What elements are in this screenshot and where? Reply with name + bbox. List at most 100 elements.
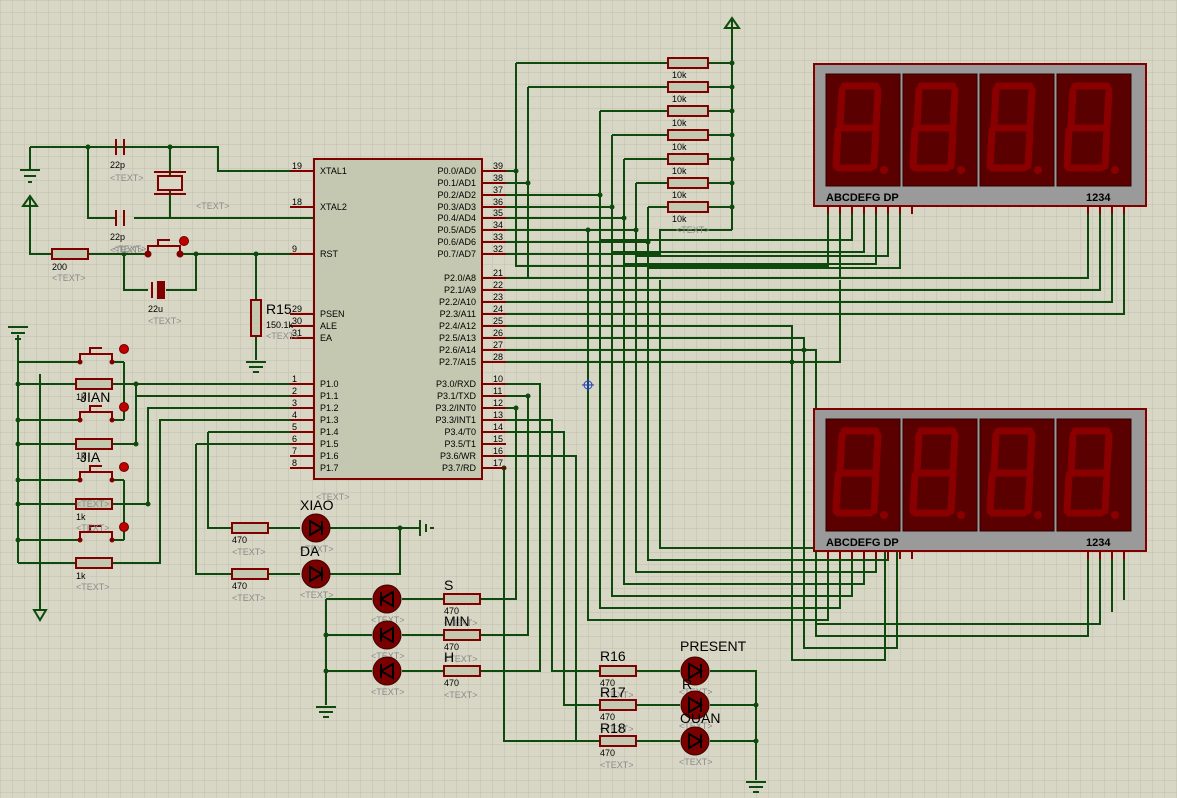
- led-xiao[interactable]: <TEXT>: [300, 513, 334, 554]
- led-s-label: S: [444, 577, 453, 593]
- mcu-pin-33-label: P0.6/AD6: [437, 237, 476, 247]
- pullup-resistor-3[interactable]: [667, 105, 709, 117]
- h-resistor[interactable]: [443, 665, 481, 677]
- mcu-pin-16-label: P3.6/WR: [440, 451, 477, 461]
- r18-ref: R18: [600, 720, 626, 736]
- led-r17[interactable]: <TEXT>: [679, 690, 713, 731]
- mcu-pin-36-label: P0.3/AD3: [437, 202, 476, 212]
- mcu-pin-3-number: 3: [292, 398, 297, 408]
- r15-resistor[interactable]: R15 150.1k <TEXT>: [250, 299, 300, 341]
- da-resistor[interactable]: [231, 568, 269, 580]
- mcu-pin-8-label: P1.7: [320, 463, 339, 473]
- cap2-value: 22p: [110, 232, 125, 242]
- jia-label: JIA: [80, 449, 101, 465]
- push-button-3[interactable]: [77, 462, 129, 483]
- led-s[interactable]: <TEXT>: [371, 584, 405, 625]
- mcu-pin-29-number: 29: [292, 304, 302, 314]
- button-resistor-1[interactable]: [75, 378, 113, 390]
- led-h[interactable]: <TEXT>: [371, 656, 405, 697]
- push-button-1[interactable]: [77, 344, 129, 365]
- mcu-pin-28-number: 28: [493, 352, 503, 362]
- xiao-resistor-value: 470: [232, 535, 247, 545]
- mcu-pin-14-number: 14: [493, 422, 503, 432]
- mcu-pin-5-label: P1.4: [320, 427, 339, 437]
- button-resistor-4-value: 1k: [76, 571, 86, 581]
- display-2-digit-labels: 1234: [1086, 537, 1111, 549]
- crystal-circuit[interactable]: 22p <TEXT> 22p <TEXT> <TEXT>: [110, 139, 230, 255]
- ground-symbols: [8, 16, 766, 793]
- r16-resistor-text-tag: <TEXT>: [600, 690, 634, 700]
- display-1-segment-labels: ABCDEFG DP: [826, 192, 899, 204]
- led-ouan[interactable]: <TEXT>: [679, 726, 713, 767]
- xiao-resistor-text-tag: <TEXT>: [232, 547, 266, 557]
- mcu-pin-23-number: 23: [493, 292, 503, 302]
- button-1-indicator: [119, 344, 129, 354]
- r17-resistor[interactable]: [599, 699, 637, 711]
- reset-circuit[interactable]: 200 <TEXT> <TEXT> 22u <TEXT>: [51, 236, 189, 327]
- mcu-pin-32-number: 32: [493, 244, 503, 254]
- mcu-pin-31-label: EA: [320, 333, 332, 343]
- da-resistor-value: 470: [232, 581, 247, 591]
- mcu-pin-15-number: 15: [493, 434, 503, 444]
- mcu-pin-18-number: 18: [292, 197, 302, 207]
- r16-resistor-value: 470: [600, 678, 615, 688]
- button-3-indicator: [119, 462, 129, 472]
- pullup-resistor-5-value: 10k: [672, 166, 687, 176]
- button-array[interactable]: [75, 344, 129, 569]
- mcu-pin-26-label: P2.5/A13: [439, 333, 476, 343]
- led-min-text-tag: <TEXT>: [371, 651, 405, 661]
- s-resistor-text-tag: <TEXT>: [444, 618, 478, 628]
- led-xiao-text-tag: <TEXT>: [300, 544, 334, 554]
- pullup-resistor-7[interactable]: [667, 201, 709, 213]
- mcu-pin-27-label: P2.6/A14: [439, 345, 476, 355]
- mcu-pin-5-number: 5: [292, 422, 297, 432]
- mcu-pin-6-number: 6: [292, 434, 297, 444]
- mcu-pin-38-number: 38: [493, 173, 503, 183]
- mcu-pin-29-label: PSEN: [320, 309, 345, 319]
- pullup-resistor-1[interactable]: [667, 57, 709, 69]
- jian-label: JIAN: [80, 389, 110, 405]
- mcu-pin-16-number: 16: [493, 446, 503, 456]
- pullup-resistor-3-value: 10k: [672, 118, 687, 128]
- mcu-pin-11-label: P3.1/TXD: [437, 391, 477, 401]
- mcu-pin-39-number: 39: [493, 161, 503, 171]
- button-resistor-2[interactable]: [75, 438, 113, 450]
- led-da[interactable]: <TEXT>: [300, 559, 334, 600]
- push-button-2[interactable]: [77, 402, 129, 423]
- r16-resistor[interactable]: [599, 665, 637, 677]
- led-min[interactable]: <TEXT>: [371, 620, 405, 661]
- button-2-indicator: [119, 402, 129, 412]
- mcu-pin-24-label: P2.3/A11: [440, 309, 476, 319]
- pullup-resistor-5[interactable]: [667, 153, 709, 165]
- mcu-pin-38-label: P0.1/AD1: [437, 178, 476, 188]
- led-array[interactable]: 470<TEXT>470<TEXT><TEXT><TEXT>470<TEXT>4…: [231, 513, 713, 770]
- r18-resistor-text-tag: <TEXT>: [600, 760, 634, 770]
- button-resistor-3[interactable]: [75, 498, 113, 510]
- push-button-4[interactable]: [77, 522, 129, 543]
- xiao-resistor[interactable]: [231, 522, 269, 534]
- pullup-resistor-6[interactable]: [667, 177, 709, 189]
- min-resistor[interactable]: [443, 629, 481, 641]
- pullup-resistor-2[interactable]: [667, 81, 709, 93]
- min-resistor-value: 470: [444, 642, 459, 652]
- mcu-pin-21-number: 21: [493, 268, 503, 278]
- button-resistor-4[interactable]: [75, 557, 113, 569]
- s-resistor[interactable]: [443, 593, 481, 605]
- mcu-pin-13-number: 13: [493, 410, 503, 420]
- r18-resistor[interactable]: [599, 735, 637, 747]
- pullup-resistor-4[interactable]: [667, 129, 709, 141]
- min-resistor-text-tag: <TEXT>: [444, 654, 478, 664]
- mcu-pin-7-number: 7: [292, 446, 297, 456]
- mcu-pin-19-label: XTAL1: [320, 166, 347, 176]
- s-resistor-value: 470: [444, 606, 459, 616]
- mcu-pin-37-number: 37: [493, 185, 503, 195]
- mcu-pin-10-label: P3.0/RXD: [436, 379, 477, 389]
- reset-cap-value: 22u: [148, 304, 163, 314]
- mcu-pin-11-number: 11: [493, 386, 502, 396]
